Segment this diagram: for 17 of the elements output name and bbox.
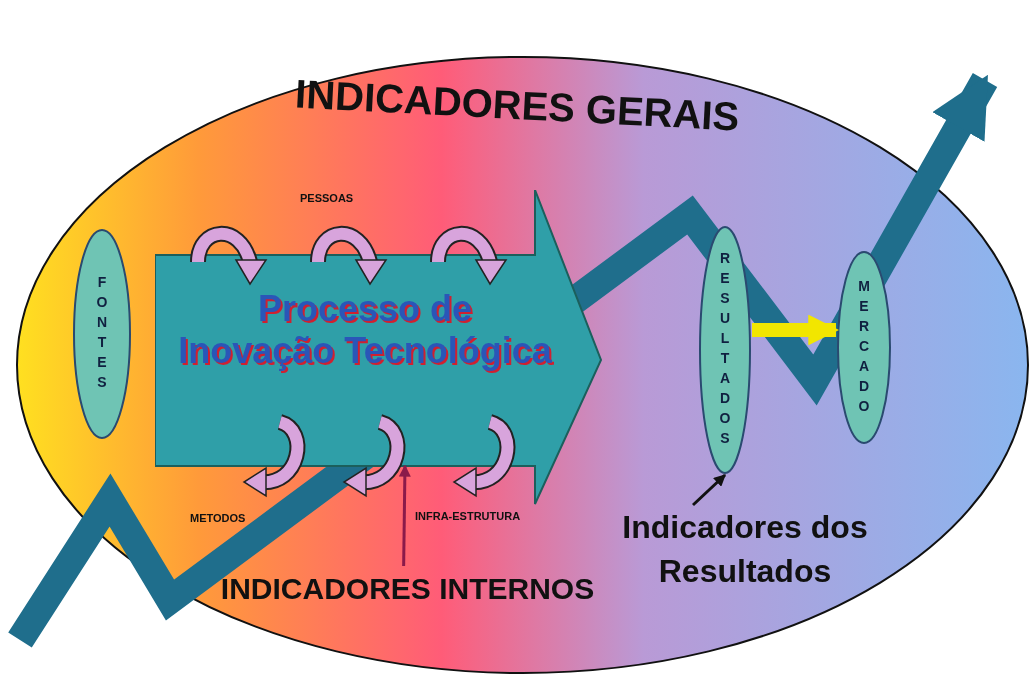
ellipse-node <box>698 225 752 475</box>
heading-text: Indicadores dos Resultados <box>615 505 875 597</box>
ellipse-node <box>72 228 132 440</box>
process-arrow <box>155 190 603 506</box>
vertical-text: MERCADO <box>857 277 871 418</box>
heading-text: INDICADORES INTERNOS <box>215 566 600 612</box>
arrow <box>398 464 411 567</box>
title-text: INDICADORES GERAIS <box>294 71 741 140</box>
vertical-text: FONTES <box>95 274 109 394</box>
process-text: Processo de Inovação Tecnológica <box>177 288 553 372</box>
ellipse-node <box>836 250 892 445</box>
arrow <box>691 473 727 507</box>
label-text: PESSOAS <box>300 192 354 204</box>
arrow <box>752 314 840 346</box>
label-text: INFRA-ESTRUTURA <box>415 510 521 522</box>
vertical-text: RESULTADOS <box>718 250 732 450</box>
label-text: METODOS <box>190 512 246 524</box>
